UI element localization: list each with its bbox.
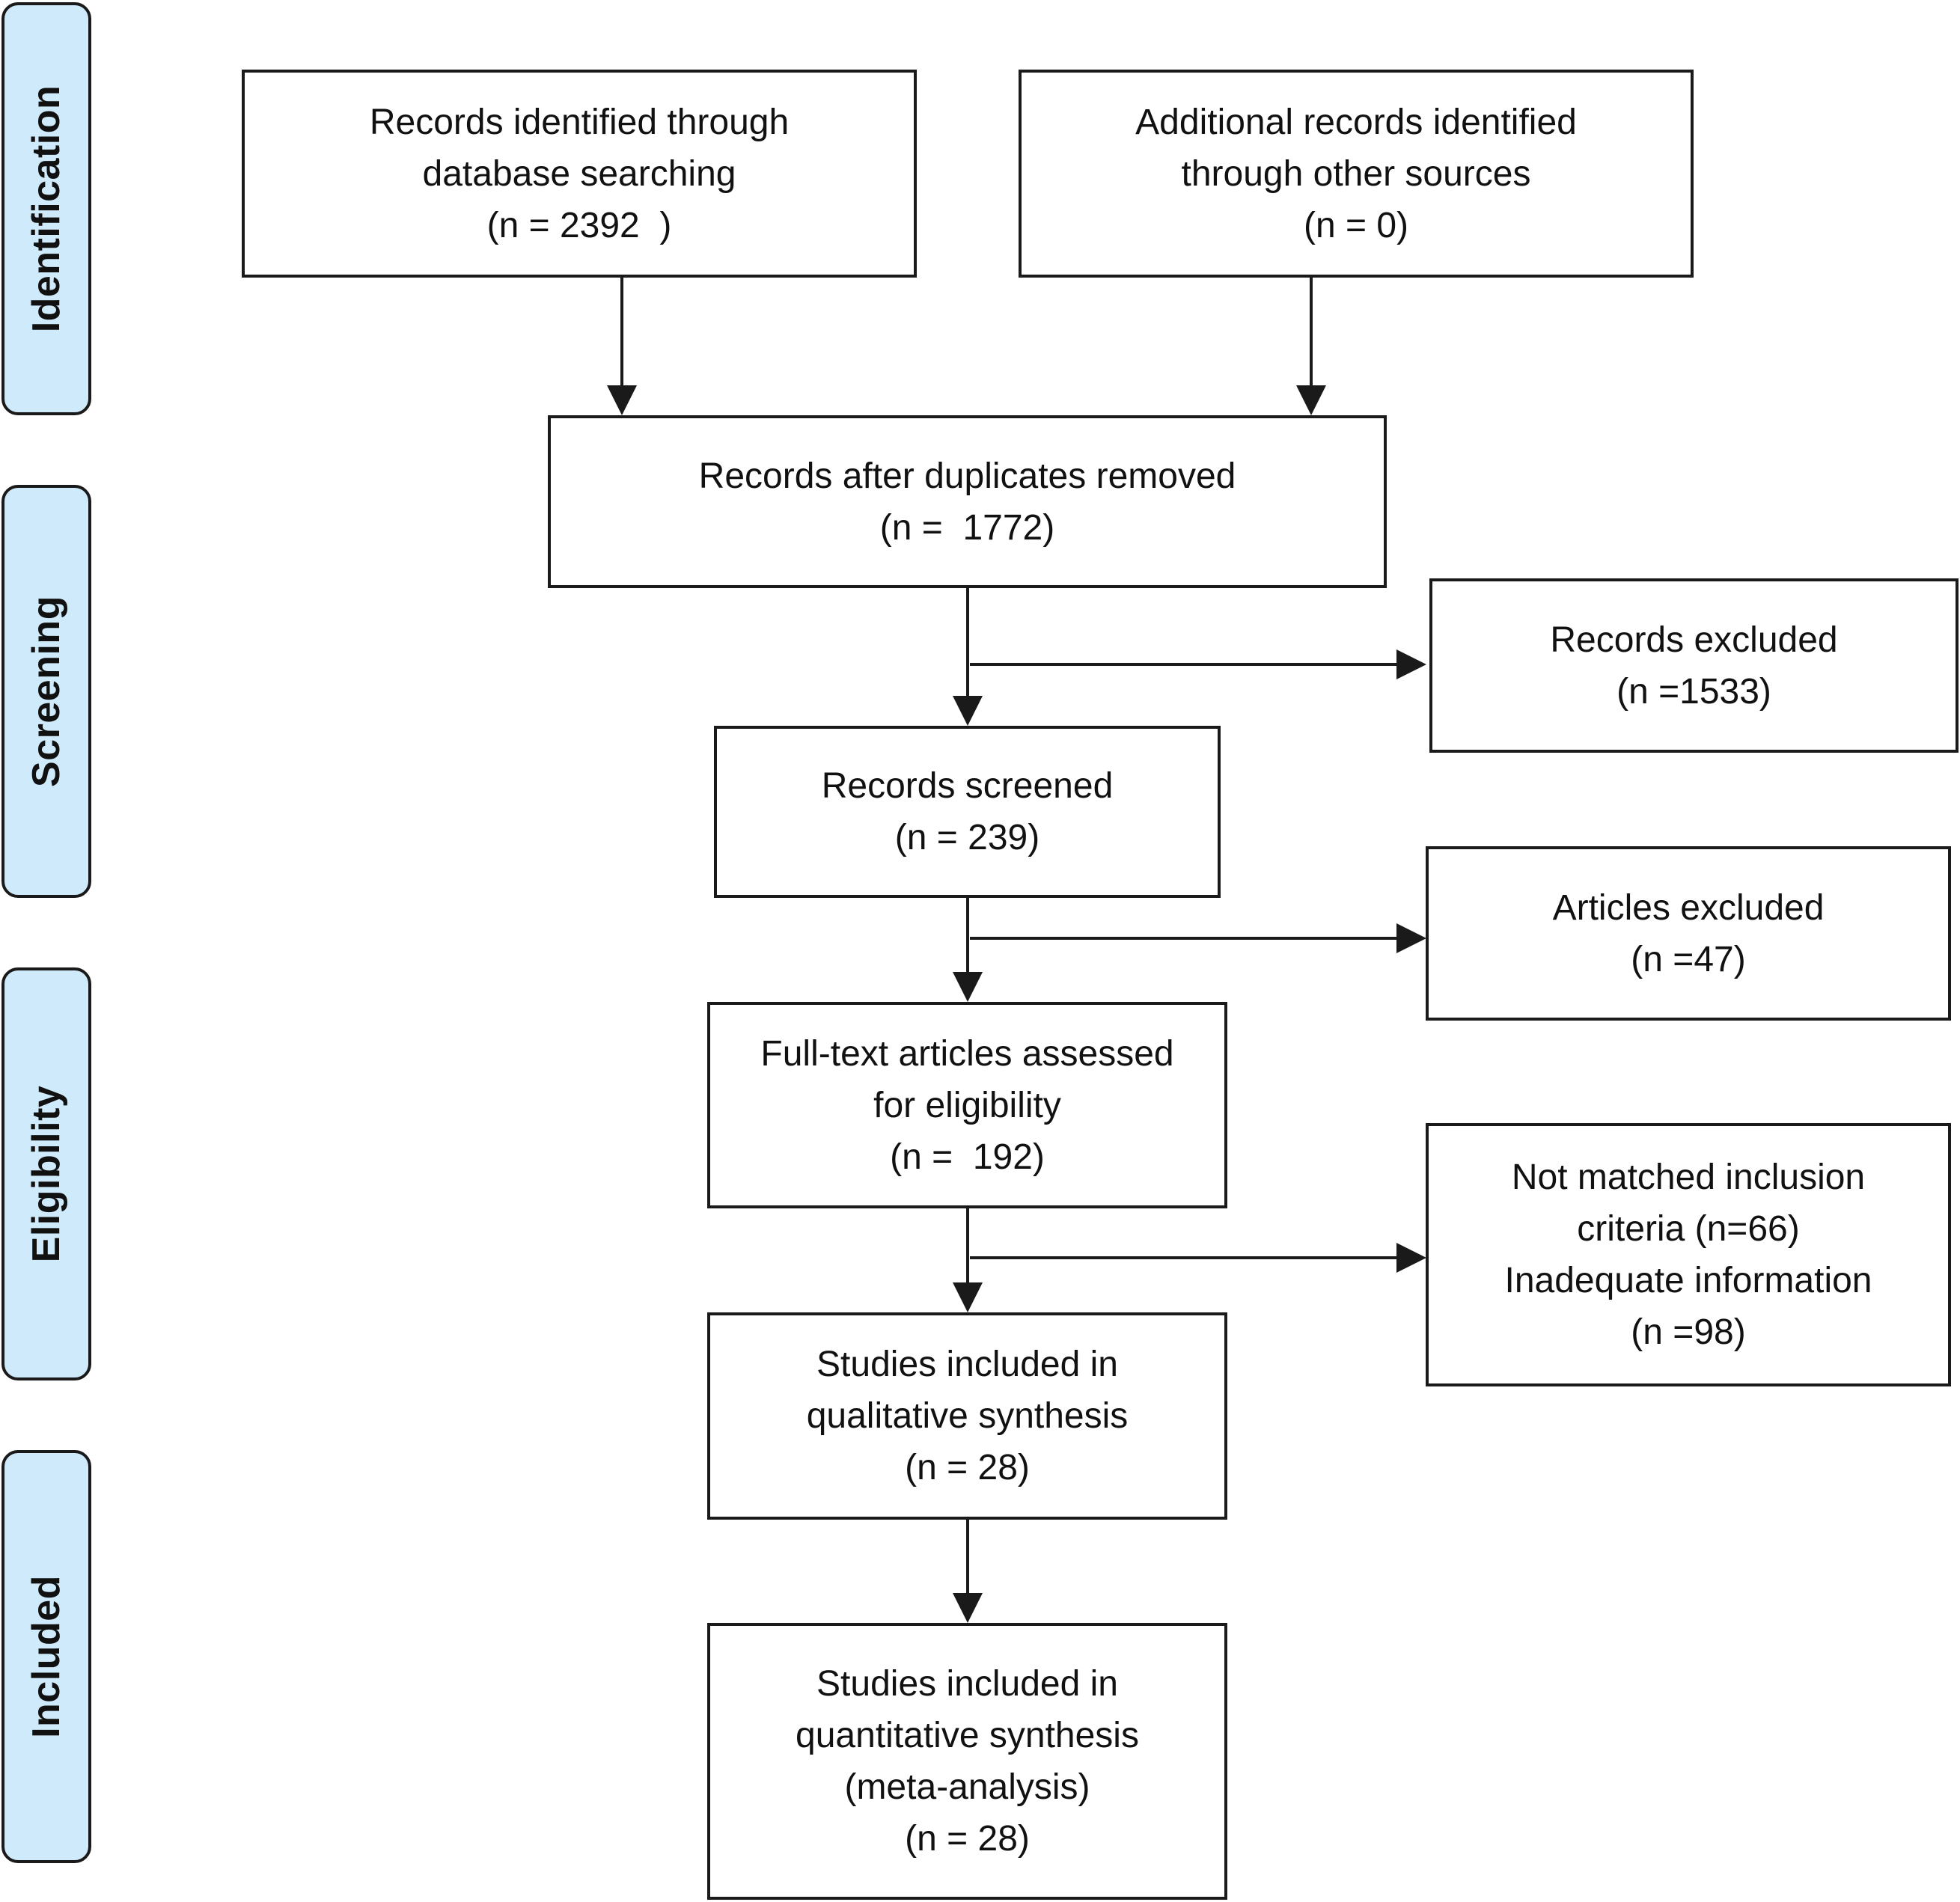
box-text: through other sources [1181, 153, 1531, 194]
box-count: (n = 0) [1303, 205, 1409, 245]
box-text: qualitative synthesis [806, 1396, 1129, 1436]
box-articles-excluded: Articles excluded (n =47) [1426, 846, 1951, 1021]
box-text: Records identified through [369, 102, 790, 142]
stage-eligibility: Eligibility [1, 967, 91, 1380]
box-text: Records screened [821, 766, 1114, 806]
box-after-duplicates: Records after duplicates removed (n = 17… [548, 415, 1387, 588]
box-count: (n = 1772) [879, 507, 1055, 548]
box-text: for eligibility [873, 1085, 1061, 1125]
box-full-text-assessed: Full-text articles assessed for eligibil… [707, 1002, 1227, 1208]
box-text: criteria (n=66) [1577, 1209, 1800, 1249]
box-text: Inadequate information [1504, 1261, 1872, 1300]
box-qualitative-synthesis: Studies included in qualitative synthesi… [707, 1312, 1227, 1520]
box-count: (n =1533) [1616, 671, 1771, 712]
box-text: Studies included in [816, 1345, 1118, 1384]
box-count: (n = 28) [905, 1819, 1030, 1859]
box-text: Not matched inclusion [1511, 1158, 1866, 1197]
box-not-matched-criteria: Not matched inclusion criteria (n=66) In… [1426, 1123, 1951, 1386]
box-records-screened: Records screened (n = 239) [714, 726, 1221, 898]
box-count: (n = 239) [894, 818, 1040, 857]
box-text: database searching [422, 153, 736, 194]
stage-screening: Screening [1, 485, 91, 898]
box-text: Records after duplicates removed [698, 456, 1236, 496]
box-other-sources: Additional records identified through ot… [1019, 70, 1694, 278]
box-text: Records excluded [1550, 620, 1838, 660]
box-text: Articles excluded [1552, 887, 1825, 928]
box-text: quantitative synthesis [796, 1716, 1139, 1755]
box-database-records: Records identified through database sear… [242, 70, 917, 278]
box-text: Additional records identified [1135, 102, 1577, 142]
box-quantitative-synthesis: Studies included in quantitative synthes… [707, 1623, 1227, 1900]
stage-identification: Identification [1, 2, 91, 415]
box-count: (n =98) [1631, 1312, 1746, 1352]
box-text: (meta-analysis) [844, 1767, 1090, 1807]
box-records-excluded: Records excluded (n =1533) [1429, 578, 1959, 753]
box-count: (n = 2392 ) [486, 205, 672, 245]
box-count: (n = 28) [905, 1448, 1030, 1487]
stage-included: Included [1, 1450, 91, 1863]
box-text: Studies included in [816, 1664, 1118, 1704]
box-text: Full-text articles assessed [760, 1033, 1174, 1074]
box-count: (n =47) [1631, 939, 1746, 979]
box-count: (n = 192) [890, 1137, 1045, 1177]
